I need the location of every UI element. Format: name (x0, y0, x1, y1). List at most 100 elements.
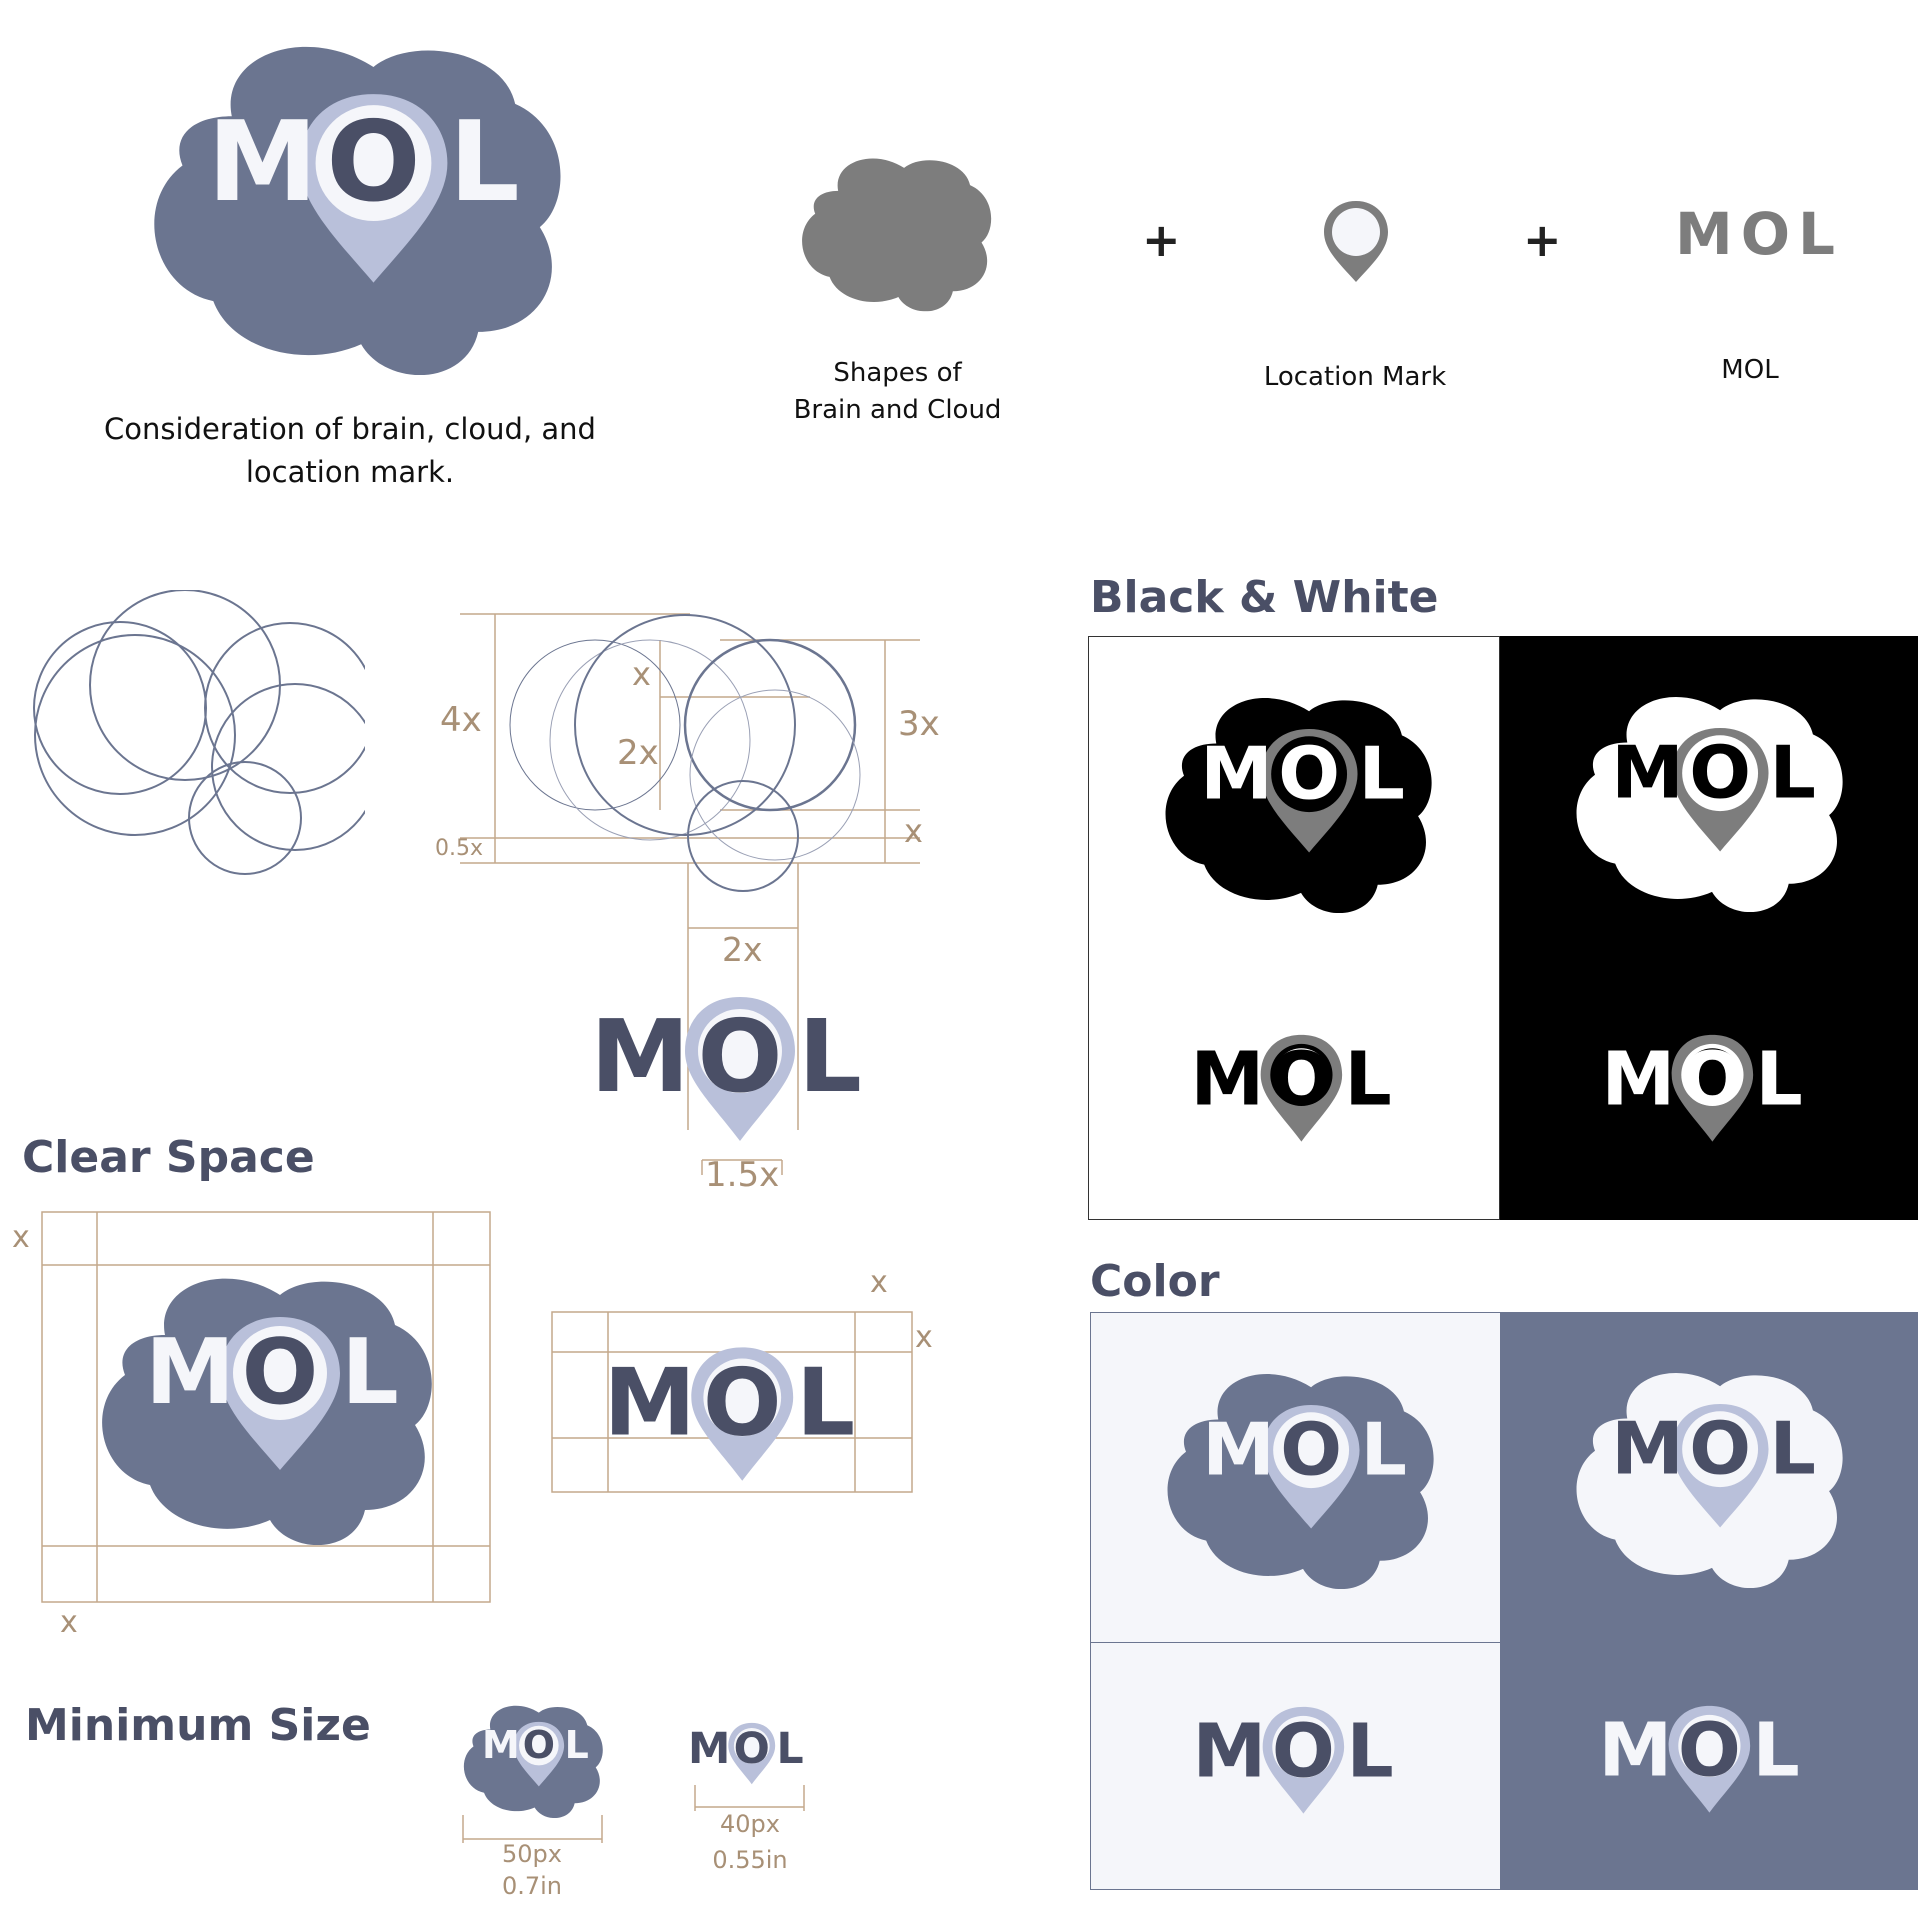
black-white-heading: Black & White (1090, 572, 1439, 623)
color-panel-icon-on-slate: O M L (1500, 1312, 1918, 1644)
svg-text:M: M (1605, 1037, 1675, 1123)
mol-wordmark-inverse: O M L (1602, 1705, 1800, 1813)
minimum-size-icon-label: 50px 0.7in (482, 1838, 582, 1902)
location-caption: Location Mark (1263, 362, 1447, 392)
svg-text:M: M (1202, 1408, 1274, 1492)
plus-sign: + (1142, 213, 1181, 267)
minimum-size-heading: Minimum Size (25, 1700, 371, 1751)
dim-label-2x-inner: 2x (617, 733, 659, 773)
bw-panel-icon-on-black: O M L (1500, 636, 1918, 970)
circle-construction-diagram (33, 590, 365, 875)
svg-text:O: O (1689, 1407, 1751, 1491)
dim-label-2x-bottom: 2x (722, 930, 763, 969)
svg-text:O: O (697, 998, 782, 1115)
svg-text:M: M (145, 1320, 235, 1425)
concept-caption-line2: location mark. (245, 455, 455, 489)
svg-text:M: M (1611, 731, 1683, 815)
bw-panel-wordmark-on-black: O M L (1500, 968, 1918, 1220)
dim-label-0-5x: 0.5x (435, 836, 484, 861)
minimum-size-word-in: 0.55in (712, 1846, 788, 1874)
svg-text:L: L (565, 1723, 589, 1767)
svg-text:L: L (1361, 1408, 1407, 1492)
shapes-caption-line1: Shapes of (833, 358, 962, 388)
svg-text:M: M (207, 98, 317, 227)
svg-text:M: M (1196, 1709, 1266, 1795)
minimum-size-wordmark-label: 40px 0.55in (700, 1806, 800, 1878)
svg-text:M: M (604, 1348, 696, 1456)
color-panel-wordmark-on-light: O M L (1090, 1642, 1502, 1890)
svg-text:O: O (1681, 1037, 1744, 1123)
mol-cloud-logo: O M L (145, 30, 565, 375)
svg-text:M: M (1194, 1037, 1264, 1123)
svg-text:M: M (690, 1724, 730, 1774)
svg-text:L: L (1770, 731, 1816, 815)
mol-caption: MOL (1721, 355, 1779, 385)
clear-space-wordmark-diagram: O M L (551, 1311, 913, 1493)
svg-text:L: L (1755, 1037, 1802, 1123)
clear-space-x-left-bottom: x (60, 1605, 78, 1640)
svg-text:L: L (1752, 1708, 1799, 1794)
clear-space-heading: Clear Space (22, 1132, 315, 1183)
mol-cloud-logo-color: O M L (1161, 1363, 1437, 1589)
svg-text:L: L (796, 1348, 855, 1456)
location-pin-icon (1324, 201, 1388, 282)
svg-text:O: O (734, 1724, 770, 1774)
mol-cloud-logo-inverse: O M L (1570, 1362, 1846, 1588)
svg-text:M: M (595, 998, 690, 1115)
minimum-size-wordmark-rule (694, 1785, 805, 1811)
dim-label-3x: 3x (898, 704, 940, 744)
svg-text:L: L (449, 98, 520, 227)
dim-label-x-right: x (904, 812, 923, 850)
mol-wordmark-construction: O M L (595, 997, 862, 1141)
bw-panel-icon-on-white: O M L (1088, 636, 1500, 970)
shapes-caption: Shapes of Brain and Cloud (770, 355, 1025, 429)
clear-space-x-left-top: x (12, 1220, 30, 1255)
svg-text:M: M (482, 1723, 520, 1767)
svg-text:O: O (1278, 732, 1340, 816)
mol-cloud-logo-white: O M L (1570, 686, 1846, 912)
dim-label-4x: 4x (440, 700, 482, 740)
svg-text:O: O (242, 1320, 319, 1425)
svg-text:L: L (798, 998, 862, 1115)
mol-cloud-logo-black: O M L (1159, 687, 1435, 913)
svg-text:O: O (326, 98, 420, 227)
concept-caption-line1: Consideration of brain, cloud, and (104, 412, 596, 446)
minimum-size-icon-px: 50px (502, 1840, 562, 1868)
mol-wordmark-white: O M L (1605, 1034, 1803, 1142)
minimum-size-wordmark: O M L (690, 1722, 804, 1785)
minimum-size-icon: O M L (460, 1700, 605, 1818)
color-panel-icon-on-light: O M L (1090, 1312, 1502, 1644)
svg-text:L: L (1770, 1407, 1816, 1491)
svg-text:L: L (1344, 1037, 1391, 1123)
svg-text:O: O (1689, 731, 1751, 815)
svg-text:O: O (703, 1348, 782, 1456)
mol-wordmark-color: O M L (1196, 1706, 1394, 1814)
svg-text:O: O (523, 1723, 555, 1767)
clear-space-icon-diagram: O M L (41, 1211, 491, 1603)
svg-text:L: L (777, 1724, 804, 1774)
clear-space-x-right-side: x (915, 1320, 933, 1355)
svg-text:L: L (1359, 732, 1405, 816)
svg-text:L: L (1346, 1709, 1393, 1795)
bw-panel-wordmark-on-white: O M L (1088, 968, 1500, 1220)
svg-text:M: M (1200, 732, 1272, 816)
svg-text:O: O (1678, 1708, 1741, 1794)
cloud-shape-icon (798, 150, 993, 312)
mol-wordmark-black: O M L (1194, 1034, 1392, 1142)
svg-text:O: O (1272, 1709, 1335, 1795)
minimum-size-word-px: 40px (720, 1810, 780, 1838)
svg-text:O: O (1280, 1408, 1342, 1492)
shapes-caption-line2: Brain and Cloud (793, 395, 1002, 425)
clear-space-x-right-top: x (870, 1265, 888, 1300)
mol-wordmark: MOL (1675, 200, 1843, 268)
color-panel-wordmark-on-slate: O M L (1500, 1642, 1918, 1890)
minimum-size-icon-rule (462, 1815, 603, 1843)
dim-label-x-top: x (632, 655, 651, 693)
svg-text:O: O (1270, 1037, 1333, 1123)
color-heading: Color (1090, 1256, 1220, 1307)
svg-text:M: M (1611, 1407, 1683, 1491)
minimum-size-icon-in: 0.7in (501, 1872, 563, 1900)
svg-text:L: L (341, 1320, 398, 1425)
construction-grid-diagram (460, 613, 920, 1175)
plus-sign: + (1523, 213, 1562, 267)
